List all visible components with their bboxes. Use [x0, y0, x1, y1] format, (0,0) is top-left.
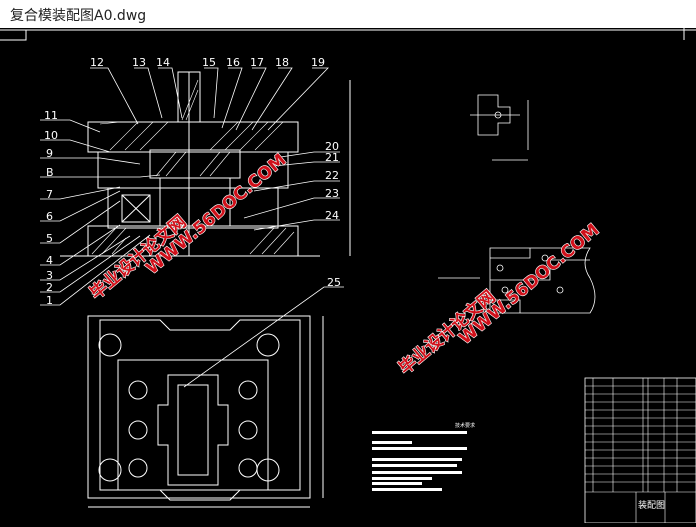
part-detail-views: [438, 94, 596, 314]
part-label: 22: [325, 169, 339, 182]
drawing-svg: 12 13 14 15 16 17 18 19 11 10 9 B 7 6 5 …: [0, 28, 696, 524]
title-block-name: 装配图: [638, 499, 665, 511]
notes-title: 技术要求: [455, 422, 475, 429]
part-label: 23: [325, 187, 339, 200]
part-label: 11: [44, 109, 58, 122]
part-label: 5: [46, 232, 53, 245]
part-label: 18: [275, 56, 289, 69]
part-label: 4: [46, 254, 53, 267]
part-label: 12: [90, 56, 104, 69]
part-label: 3: [46, 269, 53, 282]
part-label: 14: [156, 56, 170, 69]
part-label: 2: [46, 281, 53, 294]
part-label: 6: [46, 210, 53, 223]
part-label: B: [46, 166, 54, 179]
watermark-site: WWW.56DOC.COM: [455, 220, 603, 349]
part-labels: 12 13 14 15 16 17 18 19 11 10 9 B 7 6 5 …: [44, 56, 341, 307]
part-label: 17: [250, 56, 264, 69]
leader-lines: [40, 67, 344, 388]
part-label: 19: [311, 56, 325, 69]
part-label: 24: [325, 209, 339, 222]
part-label: 7: [46, 188, 53, 201]
cad-drawing-canvas[interactable]: 12 13 14 15 16 17 18 19 11 10 9 B 7 6 5 …: [0, 28, 696, 524]
part-label: 9: [46, 147, 53, 160]
part-label: 1: [46, 294, 53, 307]
plan-view: [87, 315, 324, 508]
part-label: 21: [325, 151, 339, 164]
part-label: 16: [226, 56, 240, 69]
part-label: 13: [132, 56, 146, 69]
watermarks: WWW.56DOC.COM 毕业设计论文网 WWW.56DOC.COM 毕业设计…: [85, 150, 604, 380]
title-bar: 复合模装配图A0.dwg: [0, 0, 696, 28]
part-label: 15: [202, 56, 216, 69]
technical-notes: 技术要求: [372, 422, 475, 491]
part-label: 10: [44, 129, 58, 142]
watermark-site: WWW.56DOC.COM: [142, 150, 290, 279]
title-block: 装配图: [584, 377, 696, 524]
part-label: 20: [325, 140, 339, 153]
part-label: 25: [327, 276, 341, 289]
drawing-frame: [0, 28, 696, 41]
document-title: 复合模装配图A0.dwg: [10, 8, 147, 24]
